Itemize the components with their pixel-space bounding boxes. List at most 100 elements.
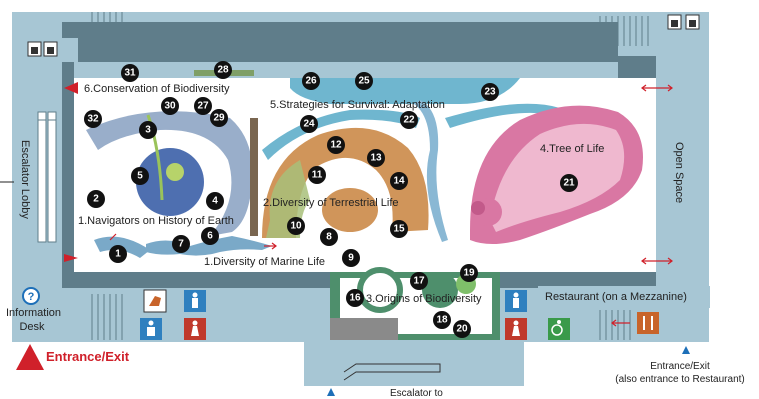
- zone-adaptation-area: [290, 78, 520, 104]
- zone-6-label: 6.Conservation of Biodiversity: [84, 83, 230, 95]
- exhibit-marker-1[interactable]: 1: [109, 245, 127, 263]
- exhibit-number: 30: [164, 101, 176, 112]
- exhibit-number: 8: [326, 232, 332, 243]
- exhibit-number: 21: [563, 178, 575, 189]
- stairs: [91, 12, 123, 40]
- exhibit-marker-12[interactable]: 12: [327, 136, 345, 154]
- zone-1-nav-label: 1.Navigators on History of Earth: [78, 215, 234, 227]
- stairs: [599, 16, 649, 46]
- exhibit-number: 28: [217, 65, 229, 76]
- exhibit-marker-24[interactable]: 24: [300, 115, 318, 133]
- zone-3-label: 3.Origins of Biodiversity: [366, 293, 482, 305]
- exhibit-marker-7[interactable]: 7: [172, 235, 190, 253]
- right-entrance-note: (also entrance to Restaurant): [615, 374, 745, 385]
- exhibit-number: 2: [93, 194, 99, 205]
- exhibit-marker-26[interactable]: 26: [302, 72, 320, 90]
- information-icon[interactable]: ?: [22, 287, 40, 305]
- exhibit-number: 6: [207, 231, 213, 242]
- exhibit-number: 20: [456, 324, 468, 335]
- exhibit-number: 17: [413, 276, 425, 287]
- exhibit-marker-28[interactable]: 28: [214, 61, 232, 79]
- exhibit-marker-27[interactable]: 27: [194, 97, 212, 115]
- exhibit-number: 4: [212, 196, 218, 207]
- restroom-female-icon[interactable]: [505, 318, 527, 340]
- information-desk-label: Information Desk: [6, 307, 62, 333]
- exhibit-marker-20[interactable]: 20: [453, 320, 471, 338]
- exhibit-number: 10: [290, 221, 302, 232]
- exhibit-number: 32: [87, 114, 99, 125]
- exhibit-marker-10[interactable]: 10: [287, 217, 305, 235]
- exhibit-marker-29[interactable]: 29: [210, 109, 228, 127]
- exhibit-marker-4[interactable]: 4: [206, 192, 224, 210]
- escalator-lobby-label: Escalator Lobby: [19, 140, 31, 219]
- two-way-arrow: [109, 84, 673, 265]
- nursing-room-icon[interactable]: [143, 289, 167, 313]
- exhibit-marker-14[interactable]: 14: [390, 172, 408, 190]
- zone-1-label: 1.Diversity of Marine Life: [204, 256, 325, 268]
- exhibit-marker-25[interactable]: 25: [355, 72, 373, 90]
- exhibit-marker-16[interactable]: 16: [346, 289, 364, 307]
- exhibit-marker-22[interactable]: 22: [400, 111, 418, 129]
- exhibit-marker-23[interactable]: 23: [481, 83, 499, 101]
- exhibit-number: 25: [358, 76, 370, 87]
- exhibit-marker-17[interactable]: 17: [410, 272, 428, 290]
- right-entrance-label[interactable]: Entrance/Exit (also entrance to Restaura…: [600, 360, 759, 386]
- exhibit-number: 1: [115, 249, 121, 260]
- restaurant-icon[interactable]: [637, 312, 659, 334]
- information-symbol: ?: [28, 291, 35, 303]
- restroom-male-icon[interactable]: [184, 290, 206, 312]
- exhibit-marker-19[interactable]: 19: [460, 264, 478, 282]
- exhibit-marker-9[interactable]: 9: [342, 249, 360, 267]
- restaurant-label: Restaurant (on a Mezzanine): [545, 291, 687, 303]
- open-space-label: Open Space: [673, 142, 685, 203]
- direction-arrow: [64, 82, 78, 262]
- exhibit-marker-15[interactable]: 15: [390, 220, 408, 238]
- exhibit-number: 27: [197, 101, 209, 112]
- zone-terrestrial-area: [262, 127, 429, 238]
- elevator-icon: [667, 14, 700, 30]
- stairs: [599, 310, 631, 340]
- exhibit-marker-13[interactable]: 13: [367, 149, 385, 167]
- elevator-icon: [27, 41, 58, 57]
- exhibit-number: 15: [393, 224, 405, 235]
- exhibit-number: 7: [178, 239, 184, 250]
- exhibit-marker-3[interactable]: 3: [139, 121, 157, 139]
- exhibit-marker-8[interactable]: 8: [320, 228, 338, 246]
- restaurant-direction-arrow: [611, 319, 630, 327]
- wheelchair-icon[interactable]: [548, 318, 570, 340]
- exhibit-marker-2[interactable]: 2: [87, 190, 105, 208]
- exhibit-number: 16: [349, 293, 361, 304]
- restroom-male-icon[interactable]: [505, 290, 527, 312]
- right-entrance-title: Entrance/Exit: [650, 361, 710, 372]
- exhibit-marker-6[interactable]: 6: [201, 227, 219, 245]
- main-entrance-label[interactable]: Entrance/Exit: [46, 349, 130, 364]
- exhibit-number: 23: [484, 87, 496, 98]
- exhibit-marker-30[interactable]: 30: [161, 97, 179, 115]
- navigators-globe: [136, 148, 204, 216]
- exhibit-number: 31: [124, 68, 136, 79]
- outer-wall-band: [62, 22, 618, 62]
- exhibit-marker-21[interactable]: 21: [560, 174, 578, 192]
- exhibit-number: 14: [393, 176, 405, 187]
- exhibit-number: 11: [312, 170, 323, 181]
- exhibit-number: 13: [370, 153, 382, 164]
- right-entrance-arrow: [682, 346, 690, 354]
- escalator-to-label: Escalator to: [390, 388, 443, 399]
- restroom-female-icon[interactable]: [184, 318, 206, 340]
- exhibit-number: 29: [213, 113, 225, 124]
- exhibit-number: 26: [305, 76, 317, 87]
- exhibit-marker-18[interactable]: 18: [433, 311, 451, 329]
- exhibit-marker-11[interactable]: 11: [308, 166, 326, 184]
- exhibit-marker-31[interactable]: 31: [121, 64, 139, 82]
- exhibit-number: 24: [303, 119, 315, 130]
- zone-4-label: 4.Tree of Life: [540, 143, 604, 155]
- left-wall-band: [62, 62, 74, 272]
- exhibit-marker-32[interactable]: 32: [84, 110, 102, 128]
- exhibit-marker-5[interactable]: 5: [131, 167, 149, 185]
- exhibit-number: 12: [330, 140, 342, 151]
- zone-navigators-area: [86, 111, 253, 236]
- exhibit-number: 19: [463, 268, 475, 279]
- exhibit-number: 5: [137, 171, 143, 182]
- accessible-restroom-icon[interactable]: [140, 318, 162, 340]
